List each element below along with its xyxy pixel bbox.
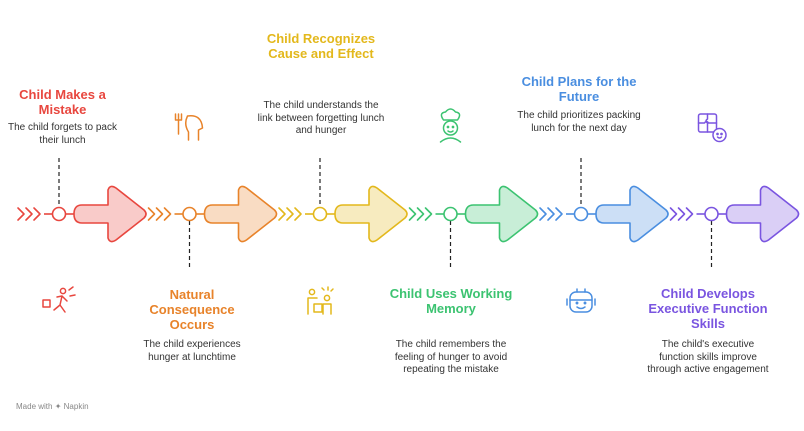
step-4-title: Child Uses Working Memory bbox=[389, 286, 513, 316]
step-node bbox=[182, 206, 197, 222]
step-2-big-arrow bbox=[203, 185, 278, 243]
step-5-description: The child prioritizes packing lunch for … bbox=[517, 110, 641, 134]
step-6-description: The child's executive function skills im… bbox=[647, 339, 769, 375]
puzzle-child-icon bbox=[697, 113, 727, 143]
step-node bbox=[51, 206, 67, 222]
step-6-arrow-group bbox=[669, 113, 800, 270]
step-5-title: Child Plans for the Future bbox=[521, 74, 637, 104]
step-node bbox=[312, 206, 328, 222]
step-4-description: The child remembers the feeling of hunge… bbox=[394, 339, 508, 375]
step-4-arrow-group bbox=[408, 108, 539, 270]
step-6-title: Child Develops Executive Function Skills bbox=[648, 286, 768, 331]
chevron-icon bbox=[677, 207, 686, 221]
robot-face-icon bbox=[566, 288, 596, 313]
step-2-arrow-group bbox=[147, 113, 278, 270]
step-1-arrow-group bbox=[17, 158, 147, 313]
step-2-title: Natural Consequence Occurs bbox=[149, 287, 235, 332]
step-1-big-arrow bbox=[73, 185, 147, 243]
step-3-arrow-group bbox=[278, 158, 408, 315]
chevron-icon bbox=[163, 207, 172, 221]
chevron-icon bbox=[278, 207, 286, 221]
chevron-icon bbox=[17, 207, 25, 221]
step-2-description: The child experiences hunger at lunchtim… bbox=[143, 339, 241, 363]
footer-label: Made with bbox=[16, 402, 53, 411]
step-6-big-arrow bbox=[725, 185, 800, 243]
chevron-icon bbox=[147, 207, 156, 221]
chevron-icon bbox=[25, 207, 33, 221]
chevron-icon bbox=[685, 207, 694, 221]
chevron-icon bbox=[539, 207, 547, 221]
chevron-icon bbox=[555, 207, 563, 221]
step-1-title: Child Makes a Mistake bbox=[19, 87, 106, 117]
step-3-big-arrow bbox=[334, 185, 408, 243]
napkin-logo-icon: ✦ bbox=[54, 402, 62, 411]
step-3-title: Child Recognizes Cause and Effect bbox=[266, 31, 376, 61]
step-node bbox=[443, 206, 458, 222]
chevron-icon bbox=[155, 207, 164, 221]
chef-icon bbox=[439, 108, 462, 143]
footer-brand: Napkin bbox=[63, 402, 89, 411]
step-3-description: The child understands the link between f… bbox=[257, 100, 385, 136]
step-1-description: The child forgets to pack their lunch bbox=[8, 122, 117, 146]
hungry-head-icon bbox=[174, 113, 204, 141]
footer-credit: Made with ✦ Napkin bbox=[16, 402, 89, 411]
family-dinner-icon bbox=[307, 286, 334, 315]
step-node bbox=[704, 206, 719, 222]
chevron-icon bbox=[416, 207, 425, 221]
chevron-icon bbox=[294, 207, 302, 221]
chevron-icon bbox=[408, 207, 417, 221]
chevron-icon bbox=[547, 207, 555, 221]
chevron-icon bbox=[669, 207, 678, 221]
running-person-icon bbox=[42, 286, 76, 313]
chevron-icon bbox=[286, 207, 294, 221]
chevron-icon bbox=[424, 207, 433, 221]
step-5-big-arrow bbox=[595, 185, 669, 243]
chevron-icon bbox=[33, 207, 41, 221]
step-5-arrow-group bbox=[539, 158, 669, 313]
step-node bbox=[573, 206, 589, 222]
step-4-big-arrow bbox=[464, 185, 539, 243]
